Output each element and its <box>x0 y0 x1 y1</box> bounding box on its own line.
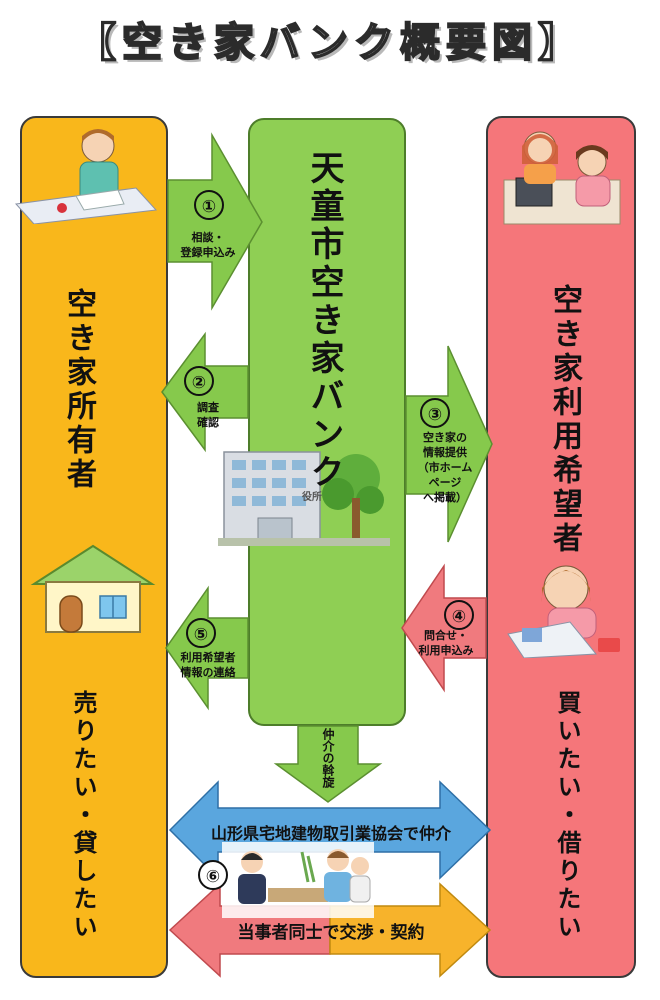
negotiation-label: 当事者同士で交渉・契約 <box>237 923 425 943</box>
step-1-label: 相談・ 登録申込み <box>170 230 246 260</box>
page-title: 【空き家バンク概要図】 <box>75 19 584 67</box>
step-3-number: ③ <box>420 398 450 428</box>
arrow-step-5 <box>165 585 249 711</box>
step-5-line-2: 情報の連絡 <box>180 666 236 679</box>
step-4-label: 問合せ・ 利用申込み <box>406 628 486 658</box>
step-6-number: ⑥ <box>198 860 228 890</box>
step-5-line-1: 利用希望者 <box>180 651 236 664</box>
step-3-label: 空き家の 情報提供 （市ホーム ページ へ掲載） <box>410 430 480 505</box>
step-4-line-2: 利用申込み <box>418 644 474 657</box>
step-1-line-1: 相談・ <box>191 231 225 244</box>
step-4-number: ④ <box>444 600 474 630</box>
owner-writing-illustration <box>14 129 158 224</box>
step-2-number: ② <box>184 366 214 396</box>
step-2-line-2: 確認 <box>197 416 219 429</box>
step-2-line-1: 調査 <box>197 401 219 414</box>
arrow-step-4 <box>401 563 487 693</box>
step-3-line-4: ページ <box>428 476 462 489</box>
users-at-computer-illustration <box>503 131 621 225</box>
user-calculator-illustration <box>507 565 620 658</box>
owner-wish: 売りたい・貸したい <box>69 690 97 942</box>
step-3-line-5: へ掲載） <box>423 491 467 504</box>
meeting-illustration <box>222 842 374 918</box>
user-title: 空き家利用希望者 <box>547 284 582 556</box>
mediation-label: 仲介の斡旋 <box>321 728 335 788</box>
user-column <box>486 116 636 978</box>
step-3-line-2: 情報提供 <box>423 446 467 459</box>
step-1-line-2: 登録申込み <box>180 246 236 259</box>
arrow-mediation <box>273 725 383 803</box>
step-3-line-3: （市ホーム <box>417 461 473 474</box>
step-1-number: ① <box>194 190 224 220</box>
building-sign: 役所 <box>302 492 322 503</box>
owner-title: 空き家所有者 <box>61 288 96 492</box>
bank-column <box>248 118 406 726</box>
arrow-step-3 <box>405 345 493 543</box>
arrow-step-1 <box>167 132 263 311</box>
city-hall-building-illustration <box>218 451 390 546</box>
step-5-number: ⑤ <box>186 618 216 648</box>
association-label: 山形県宅地建物取引業協会で仲介 <box>210 824 451 843</box>
bank-title: 天童市空き家バンク <box>304 150 344 492</box>
user-wish: 買いたい・借りたい <box>553 690 581 942</box>
step-4-line-1: 問合せ・ <box>424 629 468 642</box>
step-2-label: 調査 確認 <box>188 400 228 430</box>
step-3-line-1: 空き家の <box>423 431 467 444</box>
house-illustration <box>30 544 156 633</box>
step-5-label: 利用希望者 情報の連絡 <box>168 650 248 680</box>
